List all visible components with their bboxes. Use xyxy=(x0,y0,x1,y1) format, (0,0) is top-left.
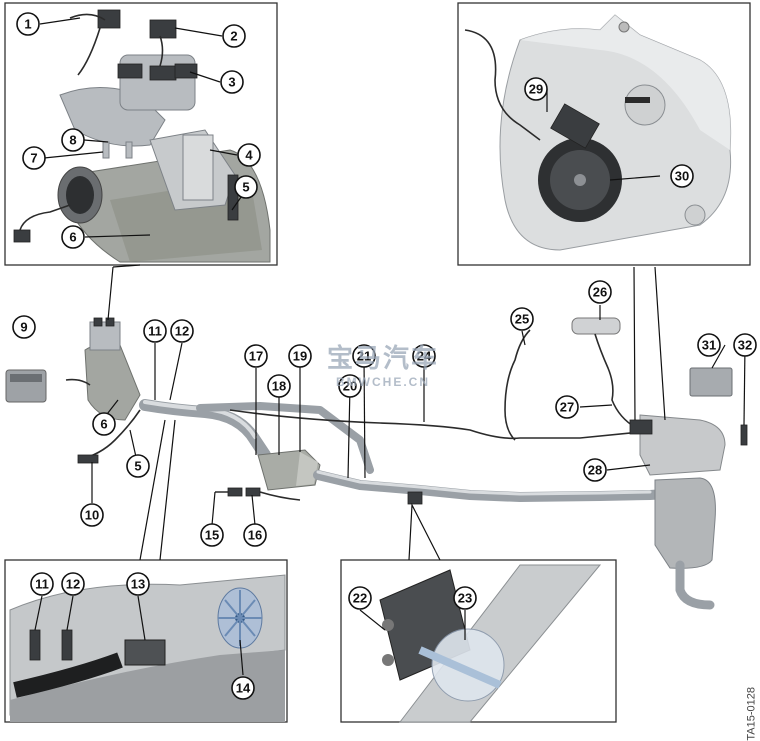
detail-panel-sensor-pipe xyxy=(340,559,617,723)
callout-27: 27 xyxy=(555,395,579,419)
callout-19: 19 xyxy=(288,344,312,368)
svg-text:9: 9 xyxy=(20,320,27,335)
svg-text:7: 7 xyxy=(30,151,37,166)
callout-22: 22 xyxy=(348,586,372,610)
leader-lines xyxy=(34,17,746,676)
callout-18: 18 xyxy=(267,374,291,398)
svg-text:18: 18 xyxy=(272,379,286,394)
svg-text:1: 1 xyxy=(24,17,31,32)
svg-text:6: 6 xyxy=(69,230,76,245)
svg-text:22: 22 xyxy=(353,591,367,606)
figure-id-label: TA15-0128 xyxy=(746,687,758,741)
callout-8: 8 xyxy=(61,128,85,152)
callout-2: 2 xyxy=(222,24,246,48)
svg-text:25: 25 xyxy=(515,312,529,327)
svg-text:30: 30 xyxy=(675,169,689,184)
callout-13: 13 xyxy=(126,572,150,596)
svg-text:2: 2 xyxy=(230,29,237,44)
svg-text:28: 28 xyxy=(588,463,602,478)
callout-11-main: 11 xyxy=(143,319,167,343)
svg-text:6: 6 xyxy=(100,417,107,432)
svg-text:11: 11 xyxy=(35,577,49,592)
svg-text:12: 12 xyxy=(66,577,80,592)
svg-text:17: 17 xyxy=(249,349,263,364)
svg-text:23: 23 xyxy=(458,591,472,606)
callout-11-detail: 11 xyxy=(30,572,54,596)
callout-12-detail: 12 xyxy=(61,572,85,596)
callout-17: 17 xyxy=(244,344,268,368)
svg-text:19: 19 xyxy=(293,349,307,364)
callout-7: 7 xyxy=(22,146,46,170)
callout-6-main: 6 xyxy=(92,412,116,436)
svg-text:15: 15 xyxy=(205,528,219,543)
svg-text:11: 11 xyxy=(148,324,162,339)
svg-text:13: 13 xyxy=(131,577,145,592)
callout-14: 14 xyxy=(231,676,255,700)
svg-text:5: 5 xyxy=(134,459,141,474)
callout-21: 21 xyxy=(352,344,376,368)
callout-3: 3 xyxy=(220,70,244,94)
svg-text:24: 24 xyxy=(417,349,432,364)
svg-text:26: 26 xyxy=(593,285,607,300)
callout-28: 28 xyxy=(583,458,607,482)
callout-15: 15 xyxy=(200,523,224,547)
callout-25: 25 xyxy=(510,307,534,331)
main-exhaust-assembly xyxy=(5,317,748,610)
svg-text:31: 31 xyxy=(702,338,716,353)
svg-text:27: 27 xyxy=(560,400,574,415)
callout-31: 31 xyxy=(697,333,721,357)
callout-24: 24 xyxy=(412,344,436,368)
svg-text:3: 3 xyxy=(228,75,235,90)
callout-5-main: 5 xyxy=(126,454,150,478)
svg-text:4: 4 xyxy=(245,148,253,163)
callout-9: 9 xyxy=(12,315,36,339)
callout-20: 20 xyxy=(338,374,362,398)
callout-4: 4 xyxy=(237,143,261,167)
callout-30: 30 xyxy=(670,164,694,188)
svg-text:32: 32 xyxy=(738,338,752,353)
svg-text:29: 29 xyxy=(529,82,543,97)
callout-29: 29 xyxy=(524,77,548,101)
callout-5-detail: 5 xyxy=(234,175,258,199)
callout-10: 10 xyxy=(80,503,104,527)
svg-text:8: 8 xyxy=(69,133,76,148)
callout-16: 16 xyxy=(243,523,267,547)
callout-32: 32 xyxy=(733,333,757,357)
svg-text:5: 5 xyxy=(242,180,249,195)
svg-text:20: 20 xyxy=(343,379,357,394)
svg-text:14: 14 xyxy=(236,681,251,696)
svg-text:16: 16 xyxy=(248,528,262,543)
callout-6-detail: 6 xyxy=(61,225,85,249)
svg-text:10: 10 xyxy=(85,508,99,523)
callout-12-main: 12 xyxy=(170,319,194,343)
svg-text:12: 12 xyxy=(175,324,189,339)
callout-23: 23 xyxy=(453,586,477,610)
detail-panel-silencer-actuator xyxy=(457,2,751,266)
callout-26: 26 xyxy=(588,280,612,304)
callout-1: 1 xyxy=(16,12,40,36)
svg-text:21: 21 xyxy=(357,349,371,364)
